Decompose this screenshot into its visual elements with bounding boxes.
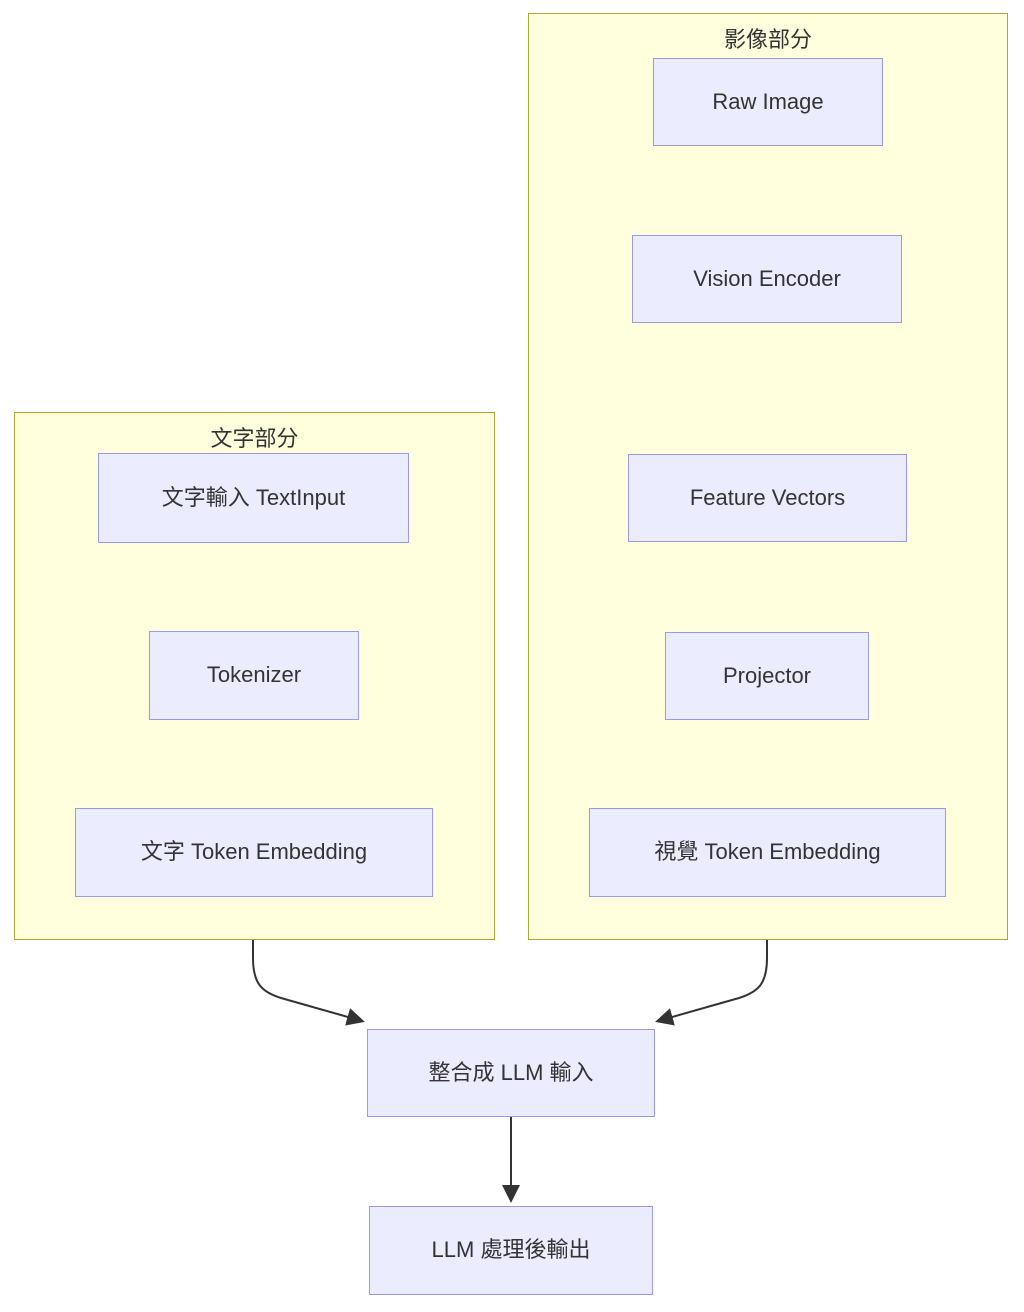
node-vision-encoder-label: Vision Encoder <box>693 265 841 291</box>
node-feature-vectors-label: Feature Vectors <box>689 484 846 510</box>
node-text-input: 文字輸入 TextInput <box>98 453 409 543</box>
node-llm-output-label: LLM 處理後輸出 <box>431 1237 591 1263</box>
cluster-image-section-title: 影像部分 <box>723 27 812 52</box>
node-text-token-embedding-label: 文字 Token Embedding <box>140 839 368 865</box>
cluster-text-section-title: 文字部分 <box>210 426 299 451</box>
node-visual-token-embedding: 視覺 Token Embedding <box>589 808 946 897</box>
node-text-token-embedding: 文字 Token Embedding <box>75 808 433 897</box>
node-visual-token-embedding-label: 視覺 Token Embedding <box>654 839 881 865</box>
node-text-input-label: 文字輸入 TextInput <box>161 484 346 510</box>
node-raw-image-label: Raw Image <box>712 88 824 114</box>
node-tokenizer-label: Tokenizer <box>206 662 302 688</box>
node-tokenizer: Tokenizer <box>149 631 359 720</box>
node-llm-input-label: 整合成 LLM 輸入 <box>428 1059 594 1085</box>
node-llm-input: 整合成 LLM 輸入 <box>367 1029 655 1117</box>
node-projector: Projector <box>665 632 869 720</box>
node-feature-vectors: Feature Vectors <box>628 454 907 542</box>
node-llm-output: LLM 處理後輸出 <box>369 1206 653 1295</box>
node-raw-image: Raw Image <box>653 58 883 146</box>
cluster-image-section: 影像部分 <box>528 13 1008 940</box>
node-projector-label: Projector <box>722 662 812 688</box>
node-vision-encoder: Vision Encoder <box>632 235 902 323</box>
